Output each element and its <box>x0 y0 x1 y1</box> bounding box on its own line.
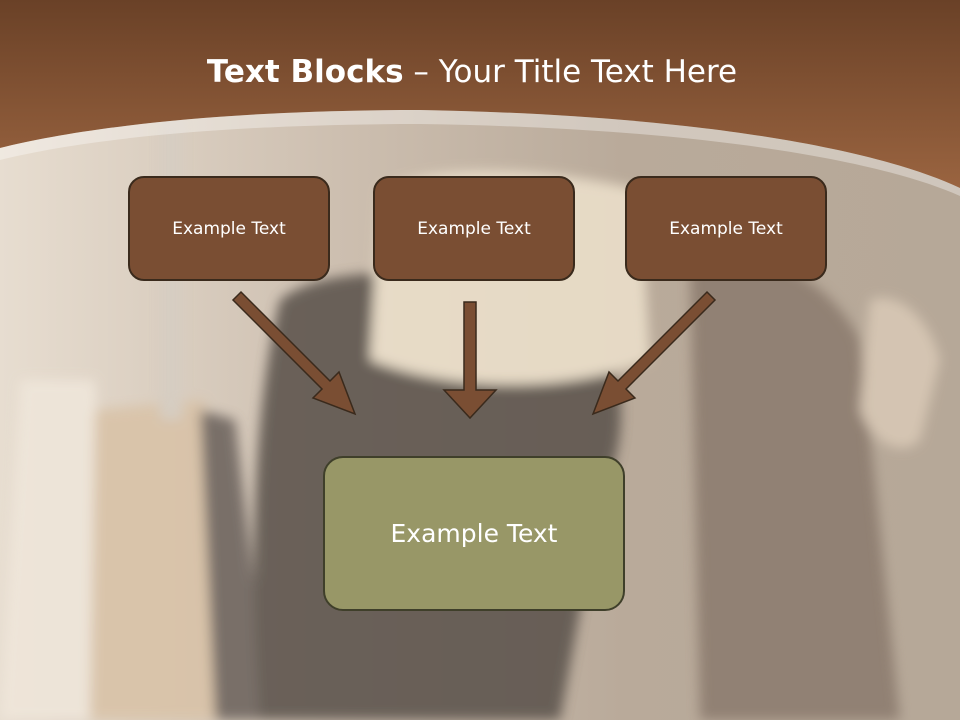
slide-title: Text Blocks – Your Title Text Here <box>0 54 944 90</box>
result-block-label: Example Text <box>390 519 558 548</box>
text-block-3-label: Example Text <box>669 218 783 239</box>
title-bold: Text Blocks <box>206 54 404 90</box>
text-block-3[interactable]: Example Text <box>625 176 827 281</box>
text-block-1-label: Example Text <box>172 218 286 239</box>
text-block-1[interactable]: Example Text <box>128 176 330 281</box>
result-block[interactable]: Example Text <box>323 456 625 611</box>
text-block-2-label: Example Text <box>417 218 531 239</box>
title-rest: – Your Title Text Here <box>403 54 738 90</box>
text-block-2[interactable]: Example Text <box>373 176 575 281</box>
